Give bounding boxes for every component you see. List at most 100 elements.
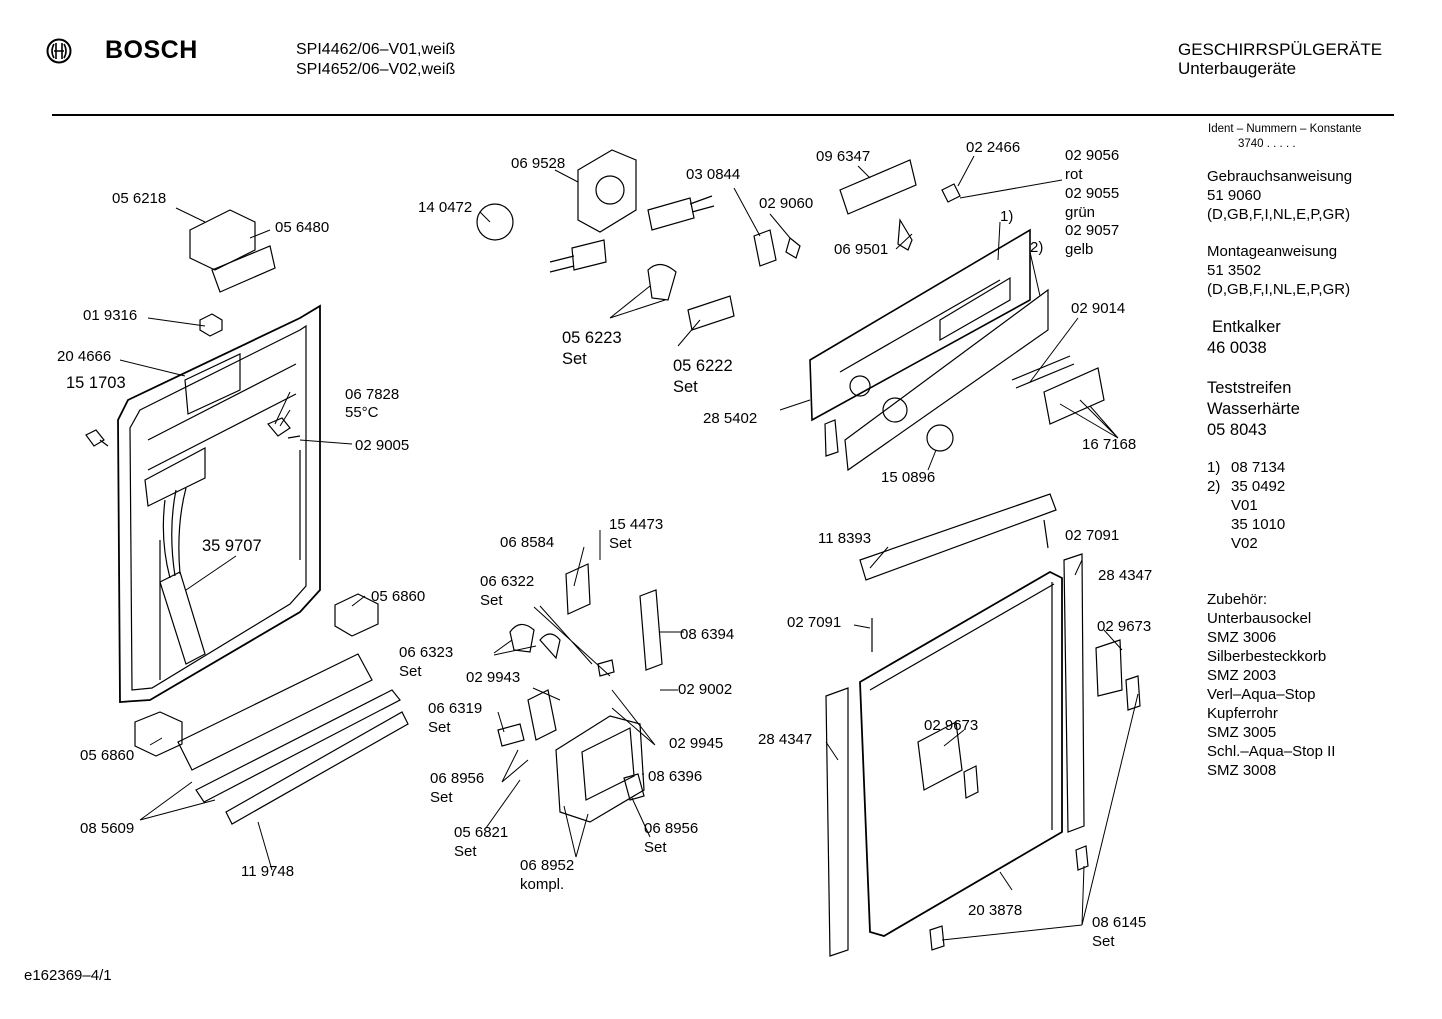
category-title: GESCHIRRSPÜLGERÄTE	[1178, 40, 1383, 59]
label-151703: 15 1703	[66, 374, 126, 392]
label-029055-color: grün	[1065, 204, 1096, 221]
ident-title: Ident – Nummern – Konstante	[1208, 123, 1362, 135]
screw-151703	[85, 429, 109, 447]
label-056860b: 05 6860	[80, 747, 135, 764]
label-056223: 05 6223	[562, 329, 622, 347]
accessory-line: Kupferrohr	[1207, 705, 1278, 722]
strips-title-2: Wasserhärte	[1207, 400, 1300, 418]
note2-value: 35 0492	[1231, 478, 1286, 495]
clip-019316	[199, 313, 223, 337]
accessory-line: SMZ 3005	[1207, 724, 1277, 741]
install-title: Montageanweisung	[1207, 243, 1338, 260]
label-029056-color: rot	[1065, 166, 1083, 183]
install-langs: (D,GB,F,I,NL,E,P,GR)	[1207, 281, 1351, 298]
label-140472: 14 0472	[418, 199, 473, 216]
label-029002: 02 9002	[678, 681, 733, 698]
label-150896: 15 0896	[881, 469, 936, 486]
side-trim-284347b	[1063, 553, 1085, 833]
label-154473-set: Set	[609, 535, 632, 552]
label-068956a: 06 8956	[430, 770, 485, 787]
knob-140472	[476, 203, 514, 241]
note1-key: 1)	[1207, 459, 1221, 476]
descaler-title: Entkalker	[1212, 318, 1281, 336]
document-code: e162369–4/1	[24, 967, 112, 984]
label-068956b: 06 8956	[644, 820, 699, 837]
lamp-022466	[941, 183, 961, 203]
strips-number: 05 8043	[1207, 421, 1267, 439]
model-line-1: SPI4462/06–V01,weiß	[296, 41, 456, 58]
label-066319-set: Set	[428, 719, 451, 736]
label-086396: 08 6396	[648, 768, 703, 785]
cam-056223	[647, 263, 677, 301]
label-067828: 06 7828	[345, 386, 400, 403]
label-203878: 20 3878	[968, 902, 1023, 919]
accessory-line: Schl.–Aqua–Stop II	[1207, 743, 1336, 760]
label-086145-set: Set	[1092, 933, 1115, 950]
label-056218: 05 6218	[112, 190, 167, 207]
brand-name: BOSCH	[105, 36, 198, 64]
control-panel	[809, 218, 1049, 472]
label-086394: 08 6394	[680, 626, 735, 643]
label-204666: 20 4666	[57, 348, 112, 365]
bracket-029673b	[917, 721, 963, 791]
switch-block-096347	[839, 159, 917, 215]
label-066322-set: Set	[480, 592, 503, 609]
bracket-029673a	[1095, 639, 1141, 711]
screws-027091	[871, 519, 1049, 652]
label-066319: 06 6319	[428, 700, 483, 717]
logo-svg	[46, 38, 72, 64]
manual-number: 51 9060	[1207, 187, 1262, 204]
label-056821: 05 6821	[454, 824, 509, 841]
rail-085609	[195, 689, 401, 803]
label-030844: 03 0844	[686, 166, 741, 183]
descaler-number: 46 0038	[1207, 339, 1267, 357]
cap-069501	[897, 218, 913, 251]
label-056480: 05 6480	[275, 219, 330, 236]
buttons-167168	[1043, 367, 1105, 425]
label-029014: 02 9014	[1071, 300, 1126, 317]
label-096347: 09 6347	[816, 148, 871, 165]
label-068956b-set: Set	[644, 839, 667, 856]
label-027091b: 02 7091	[787, 614, 842, 631]
model-line-2: SPI4652/06–V02,weiß	[296, 61, 456, 78]
accessory-line: SMZ 3008	[1207, 762, 1277, 779]
label-167168: 16 7168	[1082, 436, 1137, 453]
manual-langs: (D,GB,F,I,NL,E,P,GR)	[1207, 206, 1351, 223]
end-cap-056860a	[334, 593, 379, 637]
label-066322: 06 6322	[480, 573, 535, 590]
side-trim-284347a	[825, 687, 849, 957]
plug-029060	[785, 236, 801, 259]
label-note2-marker: 2)	[1030, 239, 1044, 256]
accessories-list: Zubehör: Unterbausockel SMZ 3006 Silberb…	[1207, 590, 1335, 780]
header-divider	[52, 114, 1394, 116]
front-door-panel	[859, 570, 1063, 937]
accessory-line: Verl–Aqua–Stop	[1207, 686, 1316, 703]
label-056860a: 05 6860	[371, 588, 426, 605]
label-119748: 11 9748	[241, 863, 295, 880]
label-069528: 06 9528	[511, 155, 566, 172]
label-029945: 02 9945	[669, 735, 724, 752]
leader-lines	[119, 155, 1139, 941]
top-strip-118393	[859, 493, 1057, 581]
label-056222-set: Set	[673, 378, 698, 396]
contact-056222	[687, 295, 735, 331]
hinge-bracket	[189, 209, 276, 293]
manual-title: Gebrauchsanweisung	[1207, 168, 1353, 185]
label-066323-set: Set	[399, 663, 422, 680]
label-056223-set: Set	[562, 350, 587, 368]
seal-strip-119748	[225, 711, 409, 825]
label-359707: 35 9707	[202, 537, 262, 555]
label-068952: 06 8952	[520, 857, 575, 874]
label-285402: 28 5402	[703, 410, 758, 427]
label-284347a: 28 4347	[1098, 567, 1153, 584]
detergent-dispenser	[497, 563, 663, 823]
subcategory-title: Unterbaugeräte	[1178, 59, 1297, 78]
label-066323: 06 6323	[399, 644, 454, 661]
label-029060: 02 9060	[759, 195, 814, 212]
cable-harness	[159, 487, 206, 665]
label-154473: 15 4473	[609, 516, 664, 533]
accessory-line: Zubehör:	[1207, 591, 1268, 608]
hinges-086145	[929, 845, 1089, 951]
bosch-armature-icon	[46, 38, 72, 64]
